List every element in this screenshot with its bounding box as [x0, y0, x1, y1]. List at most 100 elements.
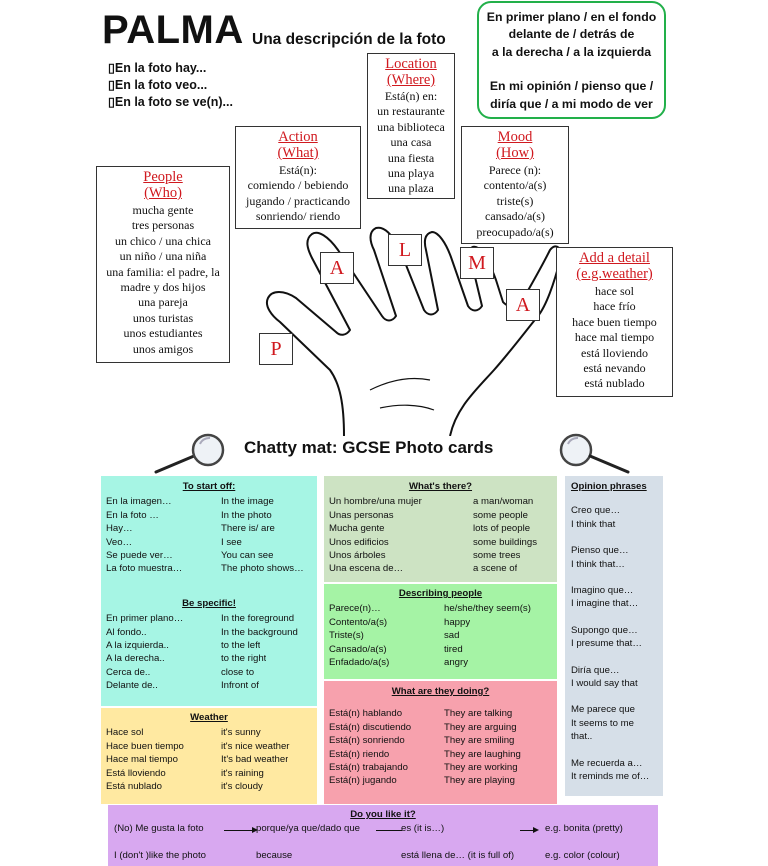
like-phrase: because: [256, 850, 293, 861]
vocab-line: triste(s): [496, 193, 534, 208]
detail-subheading: (e.g.weather): [576, 266, 653, 282]
phrase-row: Delante de..Infront of: [106, 680, 259, 692]
vocab-line: unos turistas: [132, 310, 194, 325]
vocab-line: hace sol: [595, 284, 634, 298]
vocab-line: un niño / una niña: [119, 249, 207, 264]
starter-item: ▯En la foto se ve(n)...: [108, 95, 233, 109]
opinion-group: Creo que…I think that: [571, 505, 621, 530]
be-specific-heading: Be specific!: [182, 597, 236, 609]
vocab-line: hace buen tiempo: [572, 314, 657, 329]
vocab-line: un restaurante: [377, 104, 445, 119]
opinion-group: Pienso que…I think that…: [571, 545, 629, 570]
phrase-row: Triste(s)sad: [329, 630, 460, 642]
vocab-line: contento/a(s): [483, 178, 547, 193]
vocab-line: Parece (n):: [488, 163, 542, 177]
bullet-icon: ▯: [108, 61, 115, 75]
phrase-row: En la imagen…In the image: [106, 496, 274, 508]
vocab-line: está nublado: [584, 376, 645, 391]
start-off-heading: To start off:: [182, 481, 236, 492]
like-phrase: (No) Me gusta la foto: [114, 823, 204, 834]
mood-heading: Mood: [497, 129, 533, 145]
detail-box: Add a detail (e.g.weather) hace sol hace…: [556, 247, 673, 397]
phrase-row: Cansado/a(s)tired: [329, 643, 463, 655]
arrow-icon: [520, 830, 536, 831]
vocab-line: una plaza: [388, 181, 434, 196]
phrase-row: Hay…There is/ are: [106, 523, 275, 535]
opinion-heading: Opinion phrases: [571, 481, 647, 492]
whats-there-heading: What's there?: [408, 481, 473, 492]
location-heading: Location: [385, 56, 437, 72]
weather-heading: Weather: [190, 712, 228, 723]
phrase-row: Se puede ver…You can see: [106, 550, 274, 562]
arrow-icon: [224, 830, 256, 831]
letter-m: M: [460, 247, 494, 279]
phrase-row: A la izquierda..to the left: [106, 640, 261, 652]
phrase-row: Cerca de..close to: [106, 666, 255, 678]
phrase-row: A la derecha..to the right: [106, 653, 267, 665]
people-box: People (Who) mucha gente tres personas u…: [96, 166, 230, 363]
phrase-row: Parece(n)…he/she/they seem(s): [329, 603, 531, 615]
like-phrase: está llena de… (it is full of): [401, 850, 515, 861]
vocab-line: un chico / una chica: [115, 233, 211, 248]
starter-item: ▯En la foto veo...: [108, 78, 208, 92]
phrase-row: La foto muestra…The photo shows…: [106, 563, 304, 575]
action-box: Action (What) Está(n): comiendo / bebien…: [235, 126, 361, 229]
vocab-line: hace frío: [593, 299, 636, 314]
chatty-mat-title: Chatty mat: GCSE Photo cards: [244, 438, 494, 457]
what-doing-heading: What are they doing?: [391, 686, 490, 697]
arrow-icon: [252, 827, 258, 833]
people-heading: People: [143, 169, 183, 185]
magnifier-icon: [559, 433, 630, 474]
phrase-row: Al fondo..In the background: [106, 626, 298, 638]
vocab-line: hace mal tiempo: [574, 330, 655, 345]
vocab-line: una familia: el padre, la: [106, 264, 220, 279]
vocab-line: una fiesta: [387, 150, 435, 165]
vocab-line: unos estudiantes: [123, 326, 203, 341]
vocab-line: Está(n):: [279, 163, 317, 177]
mood-subheading: (How): [496, 145, 534, 161]
phrase-line: a la derecha / a la izquierda: [491, 44, 652, 59]
vocab-line: está nevando: [583, 361, 646, 376]
vocab-line: Está(n) en:: [384, 89, 438, 103]
vocab-line: cansado/a(s): [485, 209, 545, 224]
phrase-line: delante de / detrás de: [508, 27, 635, 42]
mood-box: Mood (How) Parece (n): contento/a(s) tri…: [461, 126, 569, 244]
phrase-line: En mi opinión / pienso que /: [489, 79, 654, 94]
like-phrase: e.g. color (colour): [545, 850, 620, 861]
page-subtitle: Una descripción de la foto: [252, 31, 446, 48]
phrase-row: En la foto …In the photo: [106, 509, 272, 521]
location-subheading: (Where): [386, 72, 436, 88]
opinion-group: Imagino que…I imagine that…: [571, 585, 639, 610]
phrase-line: diría que / a mi modo de ver: [490, 96, 653, 111]
vocab-line: una playa: [387, 166, 435, 181]
vocab-line: está lloviendo: [581, 345, 648, 360]
letter-p: P: [259, 333, 293, 365]
phrase-row: En primer plano…In the foreground: [106, 613, 295, 625]
like-phrase: porque/ya que/dado que: [256, 823, 361, 834]
bullet-icon: ▯: [108, 78, 115, 92]
location-box: Location (Where) Está(n) en: un restaura…: [367, 53, 455, 199]
useful-phrases-box: En primer plano / en el fondo delante de…: [477, 1, 666, 119]
opinion-group: Diría que…I would say that: [571, 664, 638, 690]
vocab-line: madre y dos hijos: [120, 280, 206, 295]
phrase-row: Enfadado/a(s)angry: [329, 657, 468, 669]
phrase-line: En primer plano / en el fondo: [486, 10, 657, 24]
vocab-line: una casa: [390, 135, 432, 150]
vocab-line: una pareja: [138, 295, 188, 310]
phrase-line: [479, 61, 664, 78]
vocab-line: unos amigos: [132, 341, 194, 356]
